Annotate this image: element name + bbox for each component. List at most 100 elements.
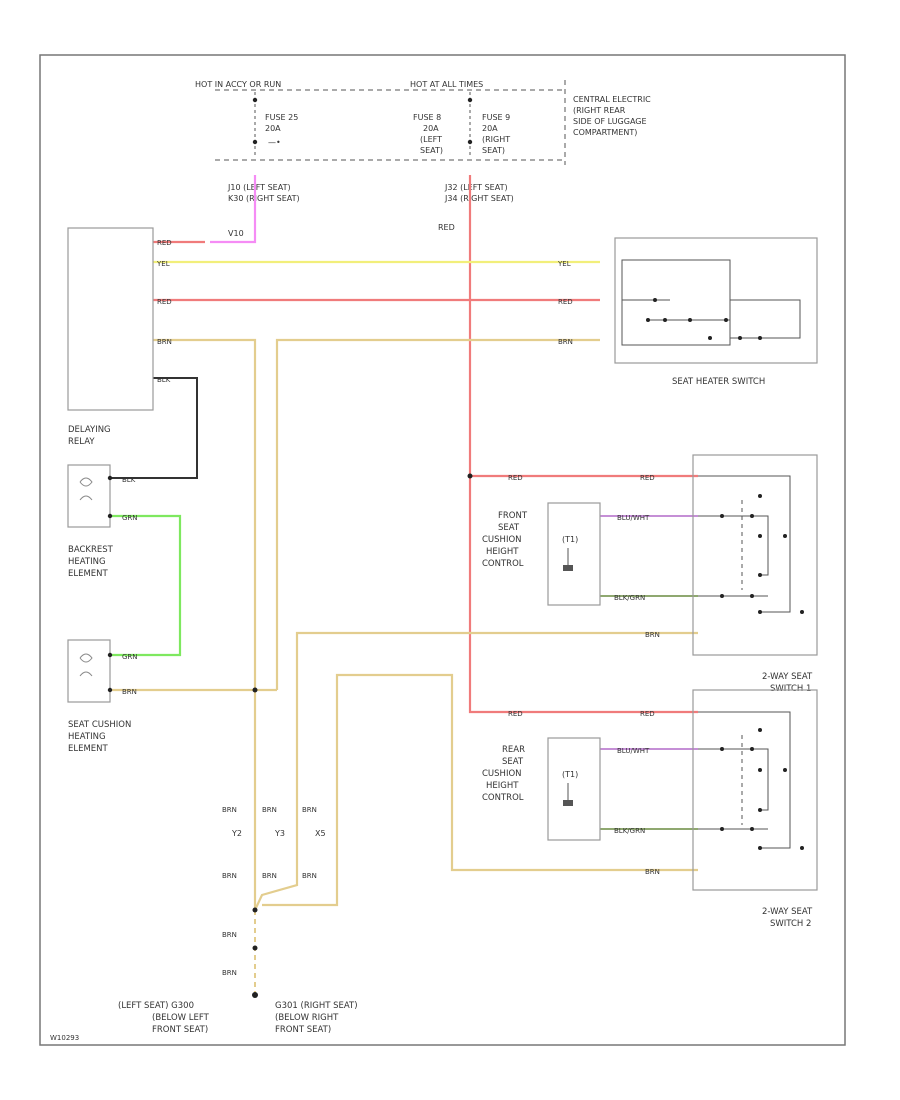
fuse25-label: FUSE 25 [265, 113, 298, 122]
v10-label: V10 [228, 229, 244, 238]
rear-mtr-label: (T1) [562, 770, 578, 779]
fuse25-symbol: —• [268, 138, 281, 147]
seat-switch-2-label-1: 2-WAY SEAT [762, 907, 813, 917]
delaying-relay-label-1: DELAYING [68, 425, 111, 435]
rear-cushion-label-5: CONTROL [482, 793, 524, 803]
wire-label-brn-8: BRN [302, 806, 317, 814]
conn-right-1: J32 (LEFT SEAT) [444, 183, 508, 192]
wire-label-blkgrn-1: BLK/GRN [614, 594, 645, 602]
wire-label-brn-3: BRN [122, 688, 137, 696]
wire-label-brn-6: BRN [222, 806, 237, 814]
brn-wire-switch2 [262, 673, 698, 907]
wire-label-brn-1: BRN [157, 338, 172, 346]
ground-right-3: FRONT SEAT) [275, 1025, 331, 1035]
fusebox-label-2: (RIGHT REAR [573, 106, 626, 115]
wire-label-brn-11: BRN [302, 872, 317, 880]
fuse9-note2: SEAT) [482, 146, 505, 155]
diagram-frame [39, 54, 846, 1046]
wire-label-yel-1: YEL [156, 260, 170, 268]
fuse-box: HOT IN ACCY OR RUN HOT AT ALL TIMES FUSE… [195, 80, 651, 165]
ground-left-2: (BELOW LEFT [152, 1013, 210, 1023]
fusebox-label-3: SIDE OF LUGGAGE [573, 117, 647, 126]
fusebox-label-1: CENTRAL ELECTRIC [573, 95, 651, 104]
fuse8-rating: 20A [423, 124, 439, 133]
rear-cushion-label-1: REAR [502, 745, 525, 755]
wire-label-yel-2: YEL [557, 260, 571, 268]
wire-label-brn-12: BRN [222, 931, 237, 939]
backrest-label-2: HEATING [68, 557, 106, 567]
hot-in-run-label: HOT IN ACCY OR RUN [195, 80, 281, 89]
wire-label-blk-2: BLK [122, 476, 136, 484]
seat-switch-1-box [692, 454, 818, 656]
wire-label-grn-2: GRN [122, 653, 138, 661]
rear-cushion-label-2: SEAT [502, 757, 524, 767]
seat-heater-switch-label: SEAT HEATER SWITCH [672, 377, 765, 387]
rear-cushion-control-box [547, 737, 601, 841]
fusebox-label-4: COMPARTMENT) [573, 128, 637, 137]
wire-label-brn-10: BRN [262, 872, 277, 880]
brn-wire-heater [275, 338, 600, 690]
brn-wire-switch1 [295, 631, 698, 870]
front-cushion-label-1: FRONT [498, 511, 528, 521]
backrest-label-3: ELEMENT [68, 569, 109, 579]
wire-label-brn-13: BRN [222, 969, 237, 977]
front-cushion-control-box [547, 502, 601, 606]
seat-switch-2-box [692, 689, 818, 891]
delaying-relay-label-2: RELAY [68, 437, 95, 447]
red-feed-label: RED [438, 223, 455, 232]
wire-label-brn-4: BRN [645, 631, 660, 639]
connector-y3: Y3 [274, 829, 285, 838]
front-cushion-label-3: CUSHION [482, 535, 522, 545]
fuse9-label: FUSE 9 [482, 113, 510, 122]
hot-at-all-times-label: HOT AT ALL TIMES [410, 80, 483, 89]
rear-cushion-label-3: CUSHION [482, 769, 522, 779]
wire-label-brn-5: BRN [645, 868, 660, 876]
wire-label-blk-1: BLK [157, 376, 171, 384]
brn-wire-relay [153, 338, 257, 910]
wire-label-red-4: RED [508, 474, 523, 482]
backrest-label-1: BACKREST [68, 545, 114, 555]
diagram-code: W10293 [50, 1034, 79, 1042]
front-cushion-label-5: CONTROL [482, 559, 524, 569]
seat-heater-switch-box [614, 237, 818, 364]
delaying-relay-box [67, 227, 154, 411]
seat-cushion-label-3: ELEMENT [68, 744, 109, 754]
conn-left-1: J10 (LEFT SEAT) [227, 183, 291, 192]
seat-switch-1-label-1: 2-WAY SEAT [762, 672, 813, 682]
front-cushion-label-2: SEAT [498, 523, 520, 533]
ground-left-3: FRONT SEAT) [152, 1025, 208, 1035]
wire-label-red-2: RED [157, 298, 172, 306]
ground-right-2: (BELOW RIGHT [275, 1013, 339, 1023]
pink-wire [210, 175, 257, 244]
ground-left-1: (LEFT SEAT) G300 [118, 1001, 194, 1011]
wire-label-red-6: RED [508, 710, 523, 718]
fuse8-note1: (LEFT [420, 135, 442, 144]
backrest-element-box [67, 464, 111, 528]
wire-label-blkgrn-2: BLK/GRN [614, 827, 645, 835]
wire-label-red-5: RED [640, 474, 655, 482]
conn-left-2: K30 (RIGHT SEAT) [228, 194, 300, 203]
seat-cushion-label-1: SEAT CUSHION [68, 720, 131, 730]
fuse8-note2: SEAT) [420, 146, 443, 155]
wire-label-bluwht-1: BLU/WHT [617, 514, 650, 522]
wire-label-brn-9: BRN [222, 872, 237, 880]
fuse8-label: FUSE 8 [413, 113, 441, 122]
fuse9-note1: (RIGHT [482, 135, 510, 144]
wire-label-bluwht-2: BLU/WHT [617, 747, 650, 755]
connector-y2: Y2 [231, 829, 242, 838]
wire-label-red-7: RED [640, 710, 655, 718]
connector-x5: X5 [315, 829, 326, 838]
front-mtr-label: (T1) [562, 535, 578, 544]
grn-wire [110, 514, 182, 657]
rear-cushion-label-4: HEIGHT [486, 781, 519, 791]
fuse9-rating: 20A [482, 124, 498, 133]
blk-wire [110, 377, 198, 479]
wire-label-brn-7: BRN [262, 806, 277, 814]
red-main-wire [468, 175, 698, 714]
seat-cushion-element-box [67, 639, 111, 703]
wire-label-red-1: RED [157, 239, 172, 247]
brn-wire-ground [254, 870, 299, 911]
wire-label-red-3: RED [558, 298, 573, 306]
seat-switch-2-label-2: SWITCH 2 [770, 919, 811, 929]
